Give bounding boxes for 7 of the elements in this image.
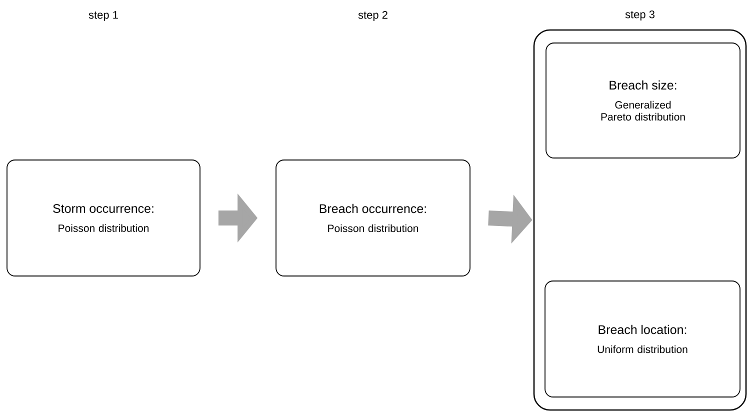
step-heading: step 3 bbox=[625, 10, 654, 20]
process-box: Breach occurrence: Poisson distribution bbox=[276, 160, 470, 276]
step-heading: step 2 bbox=[358, 11, 388, 21]
process-box: Storm occurrence: Poisson distribution bbox=[6, 160, 200, 276]
process-box: Breach size: Generalized Pareto distribution bbox=[546, 42, 740, 158]
process-box: Breach location: Uniform distribution bbox=[544, 280, 740, 398]
step-heading: step 1 bbox=[88, 11, 118, 21]
